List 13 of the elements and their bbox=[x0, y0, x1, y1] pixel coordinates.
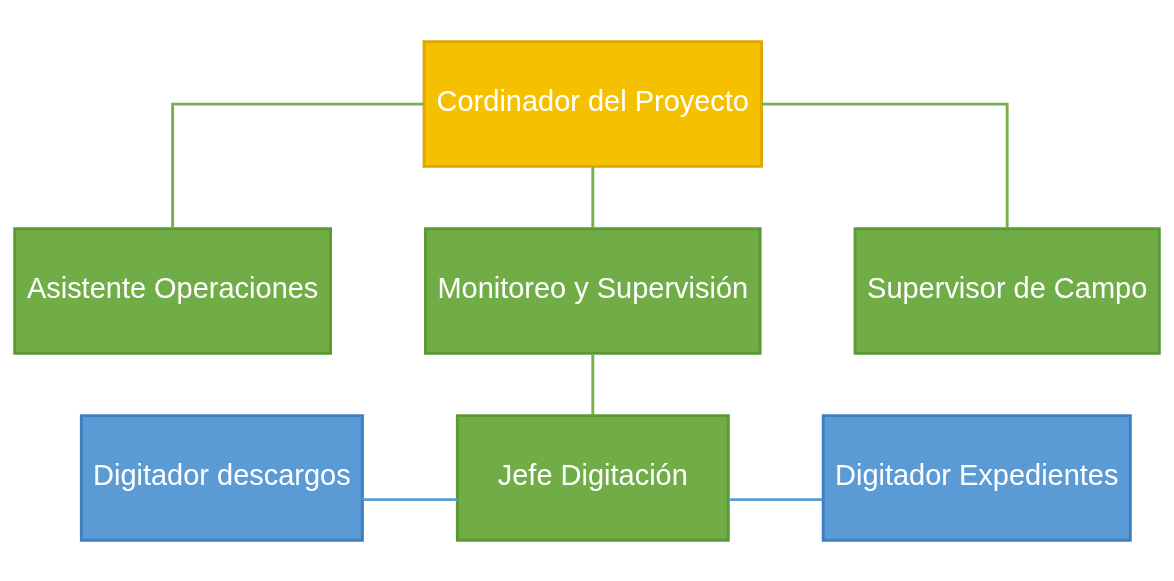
node-box: Digitador descargos bbox=[79, 413, 364, 542]
node-box: Asistente Operaciones bbox=[13, 226, 332, 355]
connector bbox=[728, 497, 823, 501]
node-box: Cordinador del Proyecto bbox=[422, 39, 764, 168]
node-box: Jefe Digitación bbox=[455, 413, 730, 542]
node-box: Digitador Expedientes bbox=[821, 413, 1132, 542]
node-box: Supervisor de Campo bbox=[853, 226, 1161, 355]
connector bbox=[171, 102, 424, 228]
node-box: Monitoreo y Supervisión bbox=[424, 226, 762, 355]
connector bbox=[761, 102, 1009, 228]
connector bbox=[591, 166, 595, 228]
connector bbox=[362, 497, 458, 501]
connector bbox=[591, 353, 595, 415]
